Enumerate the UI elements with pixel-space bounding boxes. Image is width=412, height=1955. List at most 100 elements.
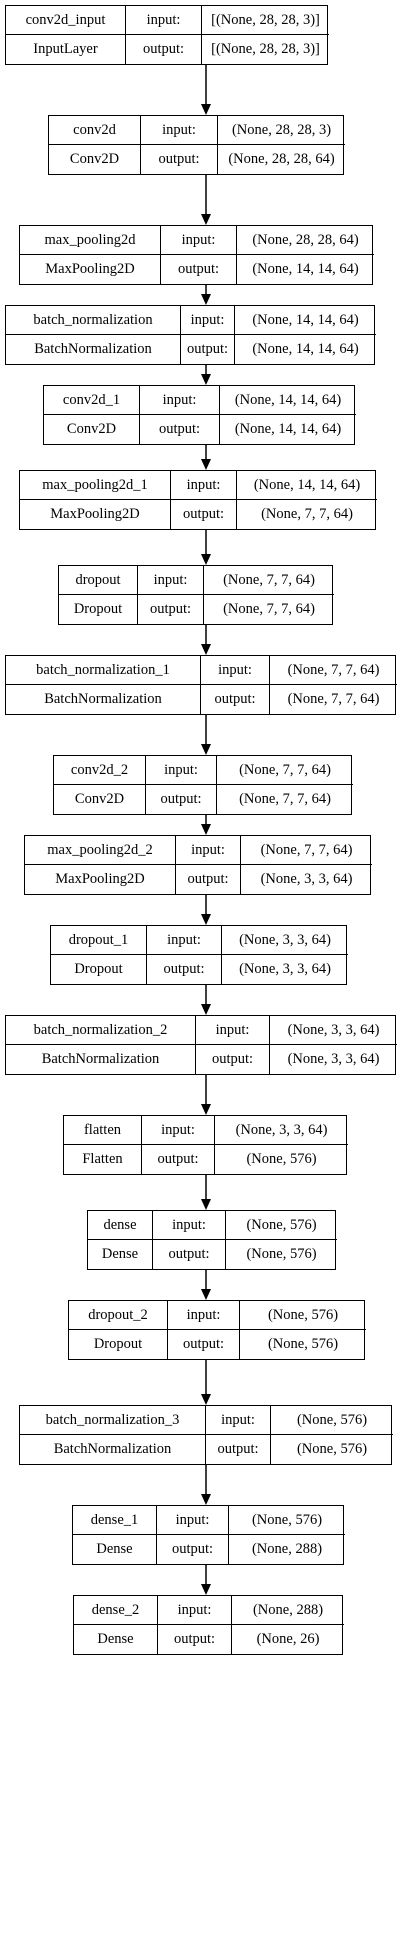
input-shape: (None, 7, 7, 64) (204, 566, 334, 595)
arrowhead-icon (201, 294, 211, 305)
layer-type: Conv2D (54, 785, 146, 814)
arrowhead-icon (201, 374, 211, 385)
output-shape: (None, 576) (246, 1151, 317, 1167)
layer-type: BatchNormalization (20, 1435, 206, 1464)
layer-name: max_pooling2d (20, 226, 161, 255)
output-shape: (None, 3, 3, 64) (260, 871, 353, 887)
arrowhead-icon (201, 1289, 211, 1300)
output-shape: (None, 288) (251, 1541, 323, 1557)
input-shape: (None, 7, 7, 64) (270, 656, 397, 685)
layer-type: Dropout (51, 955, 147, 984)
layer-name: dense_2 (74, 1596, 158, 1625)
output-shape: (None, 7, 7, 64) (223, 601, 315, 617)
output-label: output: (146, 785, 217, 814)
input-shape: (None, 14, 14, 64) (237, 471, 377, 500)
input-shape: (None, 3, 3, 64) (215, 1116, 348, 1145)
output-label: output: (201, 685, 270, 714)
layer-type: Flatten (64, 1145, 142, 1174)
input-label: input: (161, 226, 237, 255)
layer-name: conv2d_input (6, 6, 126, 35)
output-label: output: (181, 335, 235, 364)
layer-type: BatchNormalization (6, 685, 201, 714)
arrowhead-icon (201, 1494, 211, 1505)
layer-type: MaxPooling2D (20, 500, 171, 529)
layer-type: Dropout (69, 1330, 168, 1359)
arrowhead-icon (201, 1584, 211, 1595)
arrowhead-icon (201, 214, 211, 225)
layer-type: BatchNormalization (6, 1045, 196, 1074)
output-label: output: (206, 1435, 271, 1464)
layer-name: flatten (64, 1116, 142, 1145)
arrowhead-icon (201, 1004, 211, 1015)
output-shape: (None, 576) (296, 1441, 368, 1457)
input-label: input: (126, 6, 202, 35)
layer-type: MaxPooling2D (20, 255, 161, 284)
input-label: input: (157, 1506, 229, 1535)
arrowhead-icon (201, 914, 211, 925)
input-shape: (None, 14, 14, 64) (220, 386, 356, 415)
output-label: output: (126, 35, 202, 64)
output-label: output: (161, 255, 237, 284)
output-shape: (None, 576) (267, 1336, 339, 1352)
arrowhead-icon (201, 644, 211, 655)
input-label: input: (168, 1301, 240, 1330)
input-shape: (None, 28, 28, 64) (237, 226, 374, 255)
layer-name: batch_normalization_3 (20, 1406, 206, 1435)
input-shape: (None, 7, 7, 64) (217, 756, 353, 785)
output-label: output: (142, 1145, 215, 1174)
layer-name: max_pooling2d_2 (25, 836, 176, 865)
layer-type: Dense (74, 1625, 158, 1654)
arrowhead-icon (201, 744, 211, 755)
output-shape: (None, 14, 14, 64) (234, 421, 342, 437)
output-label: output: (196, 1045, 270, 1074)
input-shape: (None, 3, 3, 64) (222, 926, 348, 955)
output-shape: (None, 14, 14, 64) (252, 261, 359, 277)
layer-name: dropout_1 (51, 926, 147, 955)
input-shape: (None, 576) (240, 1301, 366, 1330)
arrowhead-icon (201, 1199, 211, 1210)
input-label: input: (171, 471, 237, 500)
output-label: output: (147, 955, 222, 984)
input-shape: (None, 7, 7, 64) (241, 836, 372, 865)
output-label: output: (157, 1535, 229, 1564)
input-shape: (None, 288) (232, 1596, 344, 1625)
layer-name: dropout (59, 566, 138, 595)
output-shape: (None, 28, 28, 64) (228, 151, 335, 167)
arrowhead-icon (201, 104, 211, 115)
output-shape: (None, 7, 7, 64) (239, 791, 331, 807)
arrowhead-icon (201, 1394, 211, 1405)
output-label: output: (168, 1330, 240, 1359)
input-label: input: (141, 116, 218, 145)
layer-type: Conv2D (49, 145, 141, 174)
input-label: input: (138, 566, 204, 595)
arrowhead-icon (201, 1104, 211, 1115)
output-shape: (None, 3, 3, 64) (287, 1051, 380, 1067)
input-shape: (None, 14, 14, 64) (235, 306, 376, 335)
input-shape: [(None, 28, 28, 3)] (202, 6, 329, 35)
layer-name: conv2d_1 (44, 386, 140, 415)
output-label: output: (171, 500, 237, 529)
input-label: input: (140, 386, 220, 415)
output-shape: [(None, 28, 28, 3)] (211, 41, 320, 57)
output-label: output: (138, 595, 204, 624)
layer-type: BatchNormalization (6, 335, 181, 364)
layer-type: InputLayer (6, 35, 126, 64)
input-label: input: (142, 1116, 215, 1145)
input-label: input: (206, 1406, 271, 1435)
arrowhead-icon (201, 824, 211, 835)
layer-name: conv2d_2 (54, 756, 146, 785)
input-label: input: (146, 756, 217, 785)
output-shape: (None, 14, 14, 64) (252, 341, 359, 357)
input-shape: (None, 28, 28, 3) (218, 116, 345, 145)
